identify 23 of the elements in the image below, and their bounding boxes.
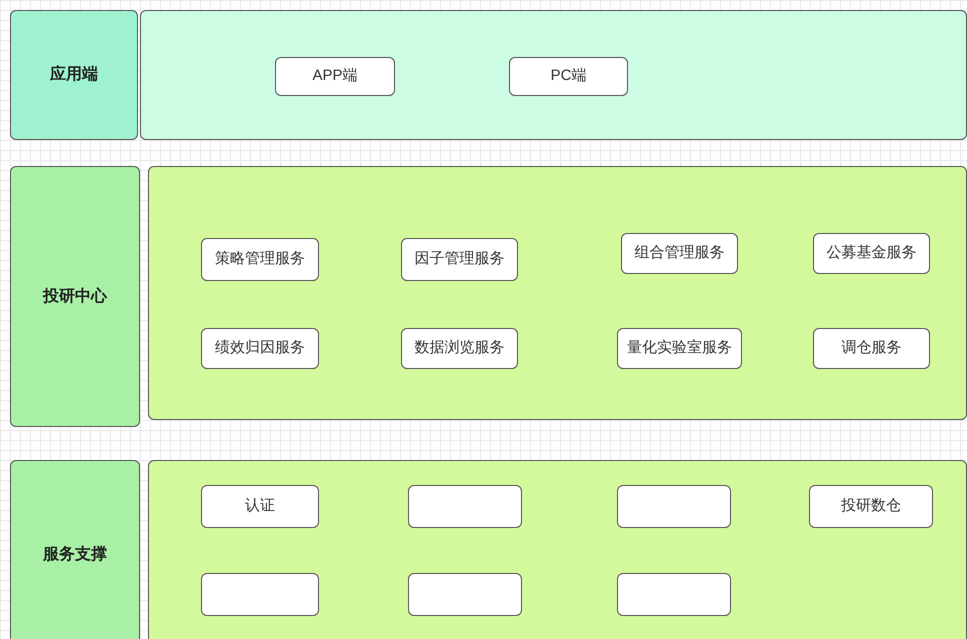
layer-panel — [148, 460, 967, 639]
layer-panel — [140, 10, 967, 140]
service-box — [617, 573, 731, 616]
service-box: PC端 — [509, 57, 628, 96]
service-box — [617, 485, 731, 528]
layer-panel — [148, 166, 967, 420]
service-box: 策略管理服务 — [201, 238, 319, 281]
service-box: APP端 — [275, 57, 395, 96]
layer-label: 投研中心 — [10, 166, 140, 427]
service-box: 量化实验室服务 — [617, 328, 742, 369]
layer-label: 服务支撑 — [10, 460, 140, 639]
service-box: 公募基金服务 — [813, 233, 930, 274]
service-box: 调仓服务 — [813, 328, 930, 369]
service-box: 组合管理服务 — [621, 233, 738, 274]
service-box: 因子管理服务 — [401, 238, 518, 281]
service-box: 认证 — [201, 485, 319, 528]
service-box: 投研数仓 — [809, 485, 933, 528]
service-box: 数据浏览服务 — [401, 328, 518, 369]
service-box — [408, 573, 522, 616]
service-box: 绩效归因服务 — [201, 328, 319, 369]
service-box — [408, 485, 522, 528]
service-box — [201, 573, 319, 616]
layer-label: 应用端 — [10, 10, 138, 140]
